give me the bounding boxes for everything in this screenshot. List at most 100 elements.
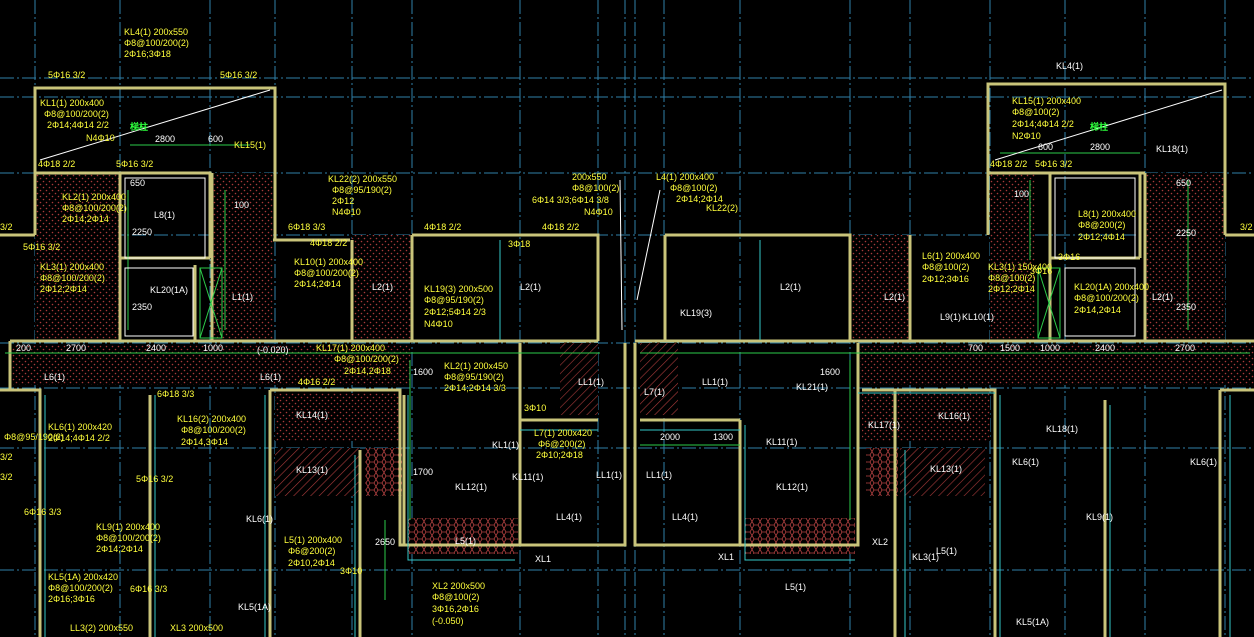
l7-a: L7(1): [644, 387, 665, 397]
xl2-right: XL2: [872, 537, 888, 547]
kl5-right: KL5(1A): [1016, 617, 1049, 627]
kl9-spec: KL9(1) 200x400: [96, 522, 160, 532]
kl6-right: KL6(1): [1012, 457, 1039, 467]
kl22-right: KL22(2): [706, 203, 738, 213]
kl6-bar: 2Φ14;4Φ14 2/2: [48, 433, 110, 443]
dim-2650: 2650: [375, 537, 395, 547]
l6-bar: 2Φ12;3Φ16: [922, 274, 969, 284]
kl22-spec: KL22(2) 200x550: [328, 174, 397, 184]
dim-700: 700: [968, 343, 983, 353]
elev-left: (-0.020): [257, 345, 289, 355]
bar-5-16-left: 5Φ16 3/2: [116, 159, 153, 169]
l5-spec: L5(1) 200x400: [284, 535, 342, 545]
bar-6-16-v: 6Φ16 3/3: [130, 584, 167, 594]
bar-3-2-edge: 3/2: [0, 222, 13, 232]
dim-650: 650: [130, 178, 145, 188]
kl20: KL20(1A): [150, 285, 188, 295]
l5-bottom: L5(1): [785, 582, 806, 592]
dim-2800-right: 2800: [1090, 142, 1110, 152]
kl11-mid: KL11(1): [766, 437, 797, 447]
kl19-spec: KL19(3) 200x500: [424, 284, 493, 294]
kl1-bar: 2Φ14;4Φ14 2/2: [47, 120, 109, 130]
dimension-lines: [5, 144, 1250, 600]
bar-5-16-v: 5Φ16 3/2: [136, 474, 173, 484]
kl5-bar: 2Φ16;3Φ16: [48, 594, 95, 604]
dim-1300: 1300: [713, 432, 733, 442]
bar-5-16-right: 5Φ16 3/2: [1035, 159, 1072, 169]
kl19-right: KL19(3): [680, 308, 712, 318]
l8: L8(1): [154, 210, 175, 220]
dim-2250-b: 2250: [1176, 228, 1196, 238]
l5-stirrup: Φ6@200(2): [288, 546, 335, 556]
kl9-bar: 2Φ14;2Φ14: [96, 544, 143, 554]
bar-3-16: 3Φ16: [1030, 266, 1052, 276]
xl2-stirrup: Φ8@100(2): [432, 592, 479, 602]
kl10-right: KL10(1): [962, 312, 994, 322]
dim-1000-left: 1000: [203, 343, 223, 353]
kl22-bar: 2Φ12: [332, 196, 354, 206]
l8-right-stirrup: Φ8@200(2): [1078, 220, 1125, 230]
top-bar-1: 5Φ16 3/2: [48, 70, 85, 80]
dim-1600-a: 1600: [413, 367, 433, 377]
bar-4-18-left: 4Φ18 2/2: [38, 159, 75, 169]
xl1-left: XL1: [535, 554, 551, 564]
kl2-mid-stirrup: Φ8@95/190(2): [444, 372, 504, 382]
kl22-n: N4Φ10: [332, 207, 361, 217]
kl4-spec: KL4(1) 200x550: [124, 27, 188, 37]
l5-right: L5(1): [936, 546, 957, 556]
dim-1600-b: 1600: [820, 367, 840, 377]
xl2-spec: XL2 200x500: [432, 581, 485, 591]
kl17-bar: 2Φ14,2Φ18: [344, 366, 391, 376]
xl2-elev: (-0.050): [432, 616, 464, 626]
top-bar-2: 5Φ16 3/2: [220, 70, 257, 80]
l2-a: L2(1): [372, 282, 393, 292]
kl15-right: KL15(1) 200x400: [1012, 96, 1081, 106]
dim-100: 100: [234, 200, 249, 210]
kl5-left: KL5(1A): [238, 602, 271, 612]
dim-2350: 2350: [132, 302, 152, 312]
kl6-left: KL6(1): [246, 514, 273, 524]
dim-2700-left: 2700: [66, 343, 86, 353]
l4-mid-stirrup: Φ8@100(2): [670, 183, 717, 193]
ll4-left: LL4(1): [556, 512, 582, 522]
l2-d: L2(1): [884, 292, 905, 302]
kl15-left: KL15(1): [234, 140, 266, 150]
xl3-spec: XL3 200x500: [170, 623, 223, 633]
xl2-bar: 3Φ16,2Φ16: [432, 604, 479, 614]
bar-3-2-left: 3/2: [0, 452, 13, 462]
kl22-stirrup: Φ8@95/190(2): [332, 185, 392, 195]
dim-2700-right: 2700: [1175, 343, 1195, 353]
kl15-right-n: N2Φ10: [1012, 131, 1041, 141]
l9-right: L9(1): [940, 312, 961, 322]
hatched-slabs: [10, 173, 1254, 554]
kl19-stirrup: Φ8@95/190(2): [424, 295, 484, 305]
l6-spec: L6(1) 200x400: [922, 251, 980, 261]
l5-mid: L5(1): [455, 536, 476, 546]
kl10-bar: 2Φ14;2Φ14: [294, 279, 341, 289]
kl17-spec: KL17(1) 200x400: [316, 343, 385, 353]
spec-200x550-mid: 200x550: [572, 172, 607, 182]
kl3-bar: 2Φ12;2Φ14: [40, 284, 87, 294]
l5-bar: 2Φ10,2Φ14: [288, 558, 335, 568]
kl19-n: N4Φ10: [424, 319, 453, 329]
kl15-right-bar: 2Φ14;4Φ14 2/2: [1012, 119, 1074, 129]
kl3-spec: KL3(1) 200x400: [40, 262, 104, 272]
stair-blocks: [199, 267, 1061, 339]
xl1-right: XL1: [718, 552, 734, 562]
kl18-right: KL18(1): [1156, 144, 1188, 154]
ll1-b: LL1(1): [596, 470, 622, 480]
l2-b: L2(1): [520, 282, 541, 292]
kl15-right-stirrup: Φ8@100(2): [1012, 107, 1059, 117]
kl3-stirrup: Φ8@100/200(2): [40, 273, 105, 283]
kl16-right: KL16(1): [938, 411, 970, 421]
kl12-left: KL12(1): [455, 482, 487, 492]
l11-a: L1(1): [232, 292, 253, 302]
kl18-right-b: KL18(1): [1046, 424, 1078, 434]
bar-4-18-b: 4Φ18 2/2: [424, 222, 461, 232]
l8-right-bar: 2Φ12;4Φ14: [1078, 232, 1125, 242]
green-tag-right: 梯柱: [1090, 121, 1108, 132]
kl4-bar: 2Φ16;3Φ18: [124, 49, 171, 59]
ll3-spec: LL3(2) 200x550: [70, 623, 133, 633]
kl19-bar: 2Φ12;5Φ14 2/3: [424, 307, 486, 317]
